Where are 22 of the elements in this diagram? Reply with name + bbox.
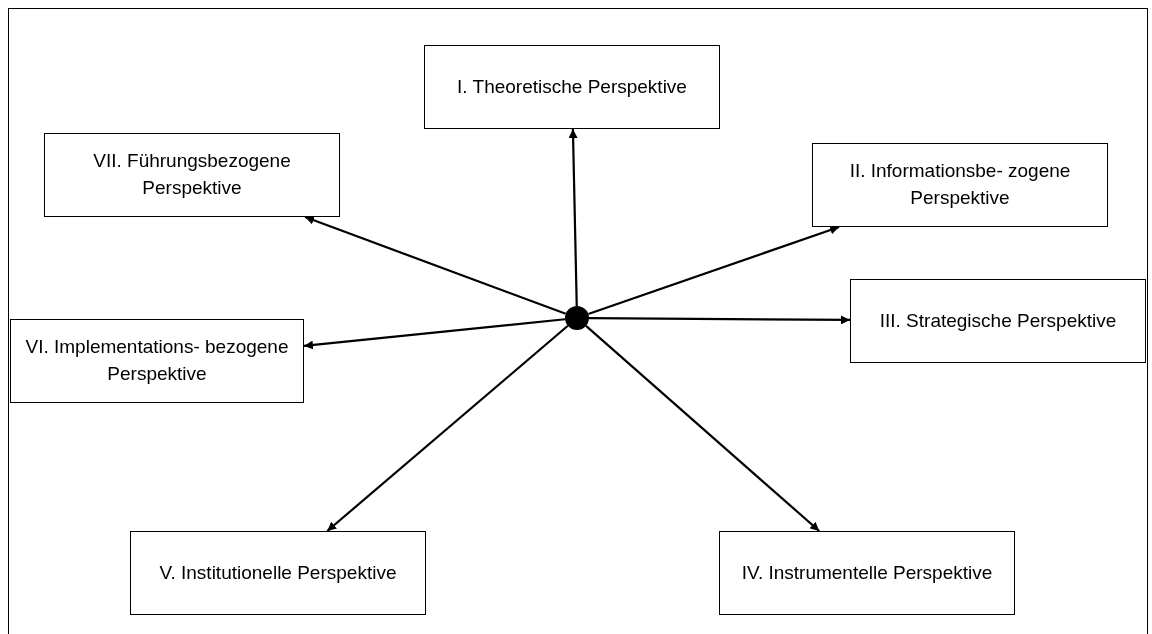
hub-dot xyxy=(565,306,589,330)
box-label: VI. Implementations- bezogene Perspektive xyxy=(25,335,289,386)
box-label: III. Strategische Perspektive xyxy=(879,308,1117,333)
perspective-box xyxy=(719,531,1015,615)
perspective-box xyxy=(850,279,1146,363)
perspective-box xyxy=(130,531,426,615)
perspective-box xyxy=(424,45,720,129)
perspective-box xyxy=(44,133,340,217)
arrow xyxy=(589,315,850,325)
arrow xyxy=(326,324,569,532)
box-label: II. Informationsbe- zogene Perspektive xyxy=(848,159,1072,210)
perspective-box xyxy=(10,319,304,403)
box-label: I. Theoretische Perspektive xyxy=(457,74,687,99)
box-label: V. Institutionelle Perspektive xyxy=(159,560,397,585)
perspective-box xyxy=(812,143,1108,227)
arrow xyxy=(303,318,566,350)
arrow xyxy=(304,215,567,315)
arrow xyxy=(585,325,820,532)
arrow xyxy=(568,128,578,307)
box-label: VII. Führungsbezogene Perspektive xyxy=(92,149,292,200)
box-label: IV. Instrumentelle Perspektive xyxy=(741,560,993,585)
arrow xyxy=(588,225,840,316)
